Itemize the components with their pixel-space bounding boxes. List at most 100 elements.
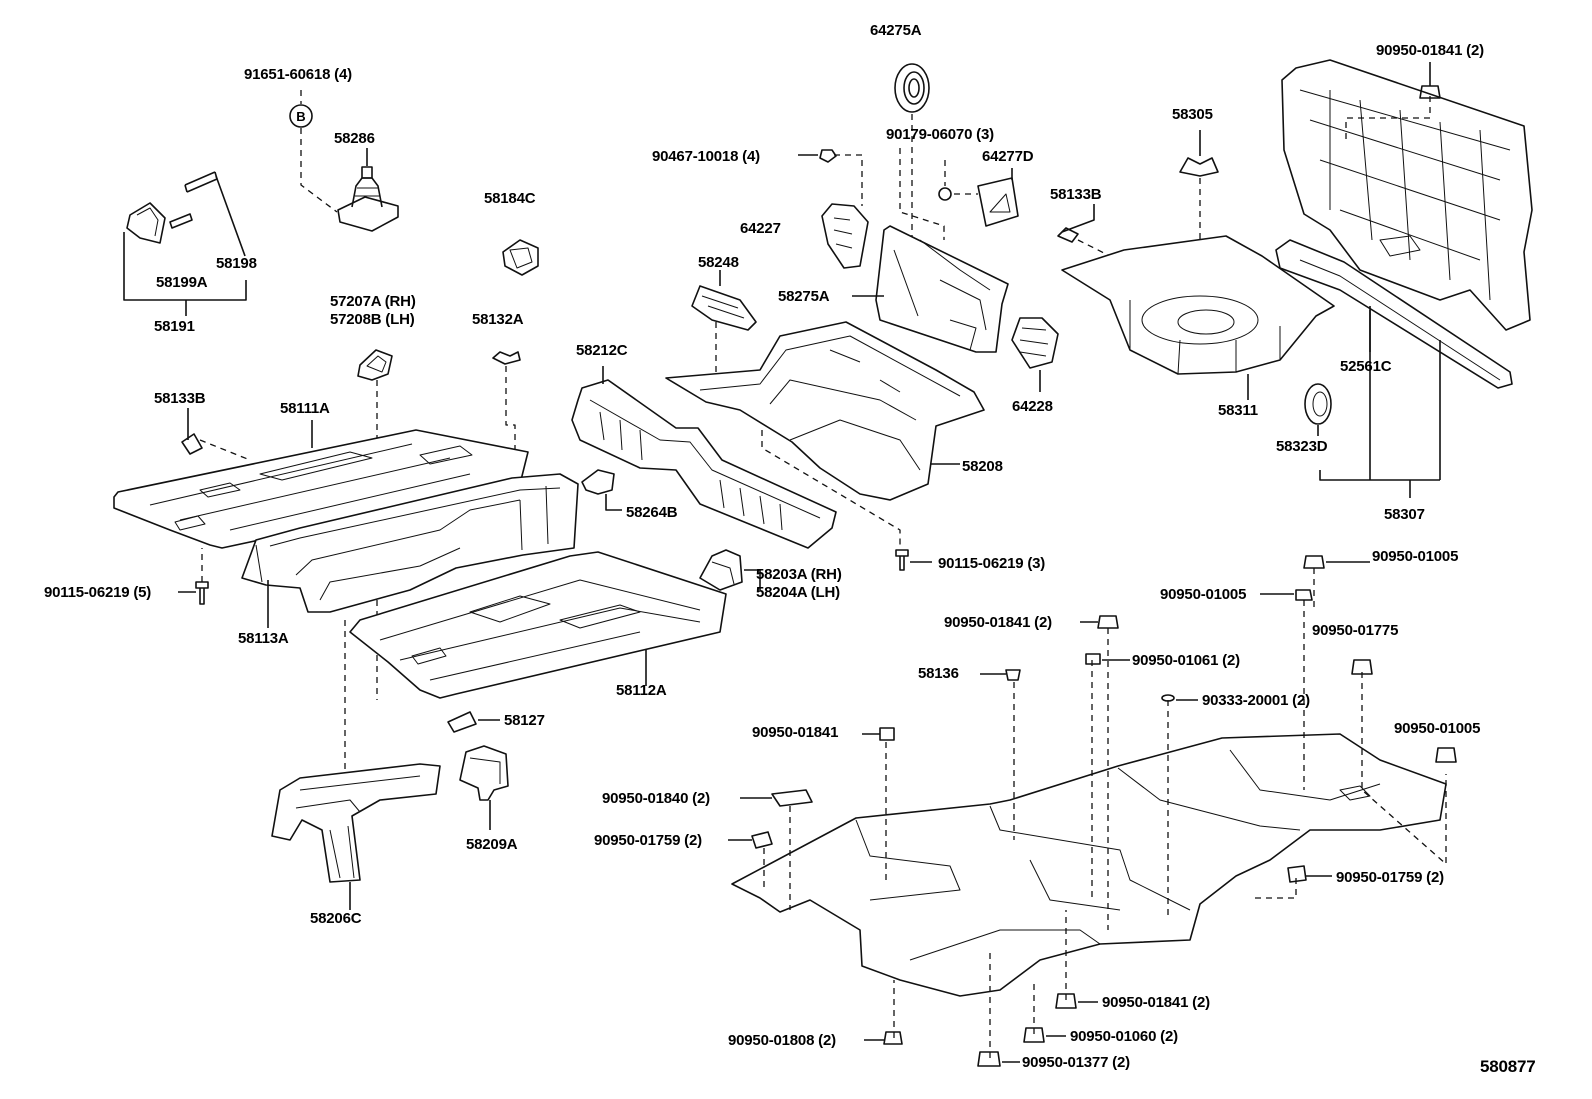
callout-58127: 58127 (504, 712, 545, 729)
callout-90950-01841-c: 90950-01841 (752, 724, 839, 741)
callout-58204A: 58204A (LH) (756, 584, 840, 601)
crossmember-58206C (271, 763, 441, 883)
callout-90950-01775: 90950-01775 (1312, 622, 1399, 639)
callout-90950-01841-2-d: 90950-01841 (2) (1102, 994, 1210, 1011)
bracket-58248 (691, 285, 757, 331)
bolt-90115-left (195, 581, 209, 605)
callout-90950-01840: 90950-01840 (2) (602, 790, 710, 807)
callout-90115-06219-3: 90115-06219 (3) (938, 555, 1046, 572)
bracket-58127 (447, 711, 477, 733)
callout-90950-01005-c: 90950-01005 (1394, 720, 1481, 737)
shift-boot-58286 (337, 166, 399, 232)
callout-57208B: 57208B (LH) (330, 311, 415, 328)
nut-90950-01005-c (1435, 747, 1457, 763)
callout-58133B-left: 58133B (154, 390, 206, 407)
nut-90950-01841-top (1419, 85, 1441, 99)
nut-90950-01841-d (1055, 993, 1077, 1009)
callout-58286: 58286 (334, 130, 375, 147)
callout-64277D: 64277D (982, 148, 1034, 165)
bracket-64227 (821, 203, 869, 269)
callout-90950-01759-a: 90950-01759 (2) (594, 832, 702, 849)
callout-58275A: 58275A (778, 288, 830, 305)
callout-58132A: 58132A (472, 311, 524, 328)
clip-58132A (492, 351, 521, 365)
callout-91651-60618: 91651-60618 (4) (244, 66, 352, 83)
callout-90950-01808: 90950-01808 (2) (728, 1032, 836, 1049)
callout-90333-20001: 90333-20001 (2) (1202, 692, 1310, 709)
callout-58191: 58191 (154, 318, 195, 335)
plug-90950-01759-a (751, 831, 773, 849)
callout-90950-01061: 90950-01061 (2) (1132, 652, 1240, 669)
nut-90950-01060 (1023, 1027, 1045, 1043)
callout-58307: 58307 (1384, 506, 1425, 523)
nut-90950-01005-a (1303, 555, 1325, 569)
callout-90950-01060: 90950-01060 (2) (1070, 1028, 1178, 1045)
callout-57207A: 57207A (RH) (330, 293, 416, 310)
callout-90467-10018: 90467-10018 (4) (652, 148, 760, 165)
plug-90950-01759-b (1287, 865, 1307, 883)
bracket-58209A (459, 745, 509, 801)
nut-90950-01005-b (1295, 589, 1313, 601)
clip-58184C (502, 239, 539, 276)
callout-90950-01841-2-b: 90950-01841 (2) (944, 614, 1052, 631)
nut-90950-01808 (883, 1031, 903, 1045)
bracket-58264B (581, 469, 615, 495)
under-cover-assembly (731, 733, 1447, 997)
nut-90179 (938, 187, 952, 201)
nut-90950-01841-b (1097, 615, 1119, 629)
callout-58248: 58248 (698, 254, 739, 271)
clip-58136 (1005, 669, 1021, 681)
callout-90950-01377: 90950-01377 (2) (1022, 1054, 1130, 1071)
bracket-58305 (1179, 157, 1219, 177)
rocker-panel-58212C (571, 379, 837, 549)
callout-58112A: 58112A (616, 682, 667, 699)
callout-58323D: 58323D (1276, 438, 1328, 455)
callout-58113A: 58113A (238, 630, 289, 647)
spare-tire-well-58311 (1061, 235, 1335, 375)
pad-90950-01840 (771, 789, 813, 807)
nut-90950-01377 (977, 1051, 1001, 1067)
callout-52561C: 52561C (1340, 358, 1392, 375)
callout-90950-01005-a: 90950-01005 (1372, 548, 1459, 565)
callout-58136: 58136 (918, 665, 959, 682)
catalog-number: 580877 (1480, 1057, 1536, 1076)
rear-floor-58208 (665, 321, 985, 501)
plug-57207A (357, 349, 393, 381)
callout-58198: 58198 (216, 255, 257, 272)
patch-64277D (977, 177, 1019, 227)
callout-58206C: 58206C (310, 910, 362, 927)
callout-64227: 64227 (740, 220, 781, 237)
circled-b-text: B (296, 109, 305, 124)
bolt-90115-right (895, 549, 909, 571)
callout-58305: 58305 (1172, 106, 1213, 123)
panel-58275A (875, 225, 1009, 353)
bracket-58191 (126, 171, 218, 244)
floor-tunnel-58113A (241, 473, 579, 613)
callout-90115-06219-5: 90115-06219 (5) (44, 584, 152, 601)
callout-64228: 64228 (1012, 398, 1053, 415)
callout-58209A: 58209A (466, 836, 518, 853)
callout-58111A: 58111A (280, 400, 330, 417)
callout-58311: 58311 (1218, 402, 1258, 419)
callout-90950-01841-2-top: 90950-01841 (2) (1376, 42, 1484, 59)
callout-58199A: 58199A (156, 274, 208, 291)
clip-marker-B: B (289, 104, 313, 128)
callout-58264B: 58264B (626, 504, 678, 521)
reinforcement-52561C (1275, 239, 1513, 389)
callout-58184C: 58184C (484, 190, 536, 207)
clip-90333 (1161, 694, 1175, 702)
callout-90950-01759-b: 90950-01759 (2) (1336, 869, 1444, 886)
callout-58133B-right: 58133B (1050, 186, 1102, 203)
callout-58203A: 58203A (RH) (756, 566, 842, 583)
grommet-64275A (894, 63, 930, 113)
callout-90950-01005-b: 90950-01005 (1160, 586, 1247, 603)
callout-58212C: 58212C (576, 342, 628, 359)
bracket-58203A (699, 549, 743, 591)
floor-pan-58112A (349, 551, 727, 699)
back-panel-58307 (1281, 59, 1533, 331)
nut-90950-01061 (1085, 653, 1101, 665)
screw-90467 (819, 149, 837, 163)
callout-58208: 58208 (962, 458, 1003, 475)
